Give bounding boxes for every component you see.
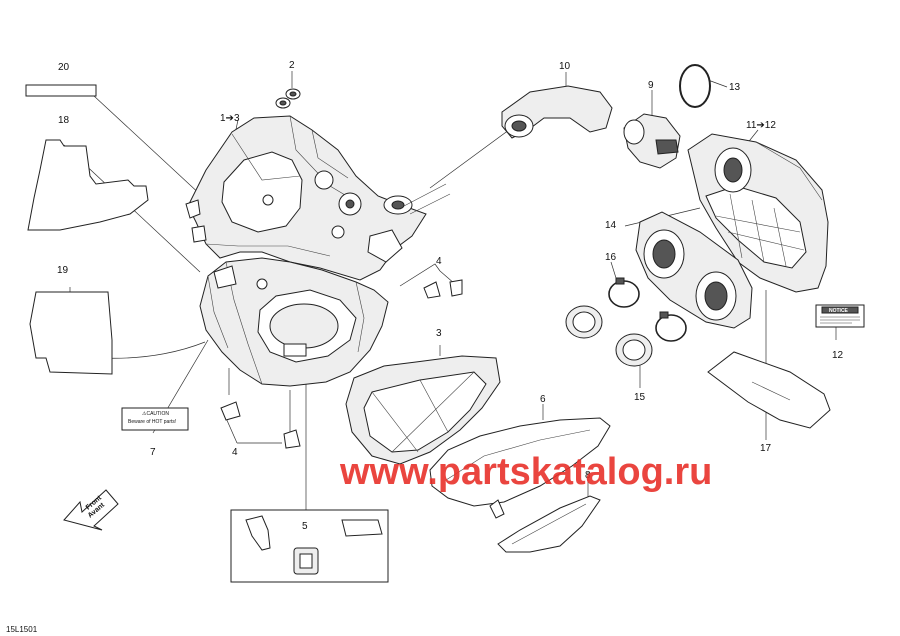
callout-8: 8 (585, 470, 591, 481)
callout-19: 19 (57, 265, 69, 276)
caution-text: Beware of HOT parts! (128, 419, 176, 425)
part-10-intake-hose (501, 85, 613, 139)
part-3-air-filter (345, 355, 501, 465)
part-4-clips (220, 279, 463, 449)
front-direction-arrow: Front Avant (63, 489, 119, 531)
part-18-insulation (27, 139, 149, 231)
part-12-notice-label: NOTICE (815, 304, 865, 328)
callout-10: 10 (559, 61, 571, 72)
callout-2: 2 (289, 60, 295, 71)
callout-11-12: 11➔12 (746, 120, 776, 131)
notice-heading: NOTICE (829, 308, 849, 314)
part-16-clamps (608, 277, 687, 342)
part-19-insulation (29, 291, 113, 375)
callout-4-lower: 4 (232, 447, 238, 458)
callout-7: 7 (150, 447, 156, 458)
part-20-gasket (25, 84, 97, 97)
part-13-o-ring (679, 64, 711, 108)
callout-13: 13 (729, 82, 741, 93)
airbox-lower-housing (199, 257, 389, 387)
figure-code: 15L1501 (6, 625, 38, 634)
callout-6: 6 (540, 394, 546, 405)
callout-4-upper: 4 (436, 256, 442, 267)
callout-5: 5 (302, 521, 308, 532)
callout-16: 16 (605, 252, 617, 263)
callout-3: 3 (436, 328, 442, 339)
part-7-caution-label: ⚠CAUTION Beware of HOT parts! (121, 407, 189, 431)
watermark: www.partskatalog.ru (339, 451, 712, 493)
callout-1-3: 1➔3 (220, 113, 240, 124)
callout-labels: 1➔3 2 3 4 4 5 6 7 8 9 10 11➔12 12 13 14 … (57, 60, 844, 532)
part-5-clamp-kit (230, 509, 389, 583)
part-9-intake-adaptor (623, 113, 681, 169)
part-11-airbox-cover (687, 133, 829, 293)
part-15-sleeves (565, 305, 653, 367)
callout-17: 17 (760, 443, 772, 454)
callout-18: 18 (58, 115, 70, 126)
callout-20: 20 (58, 62, 70, 73)
part-14-adapter-plate (635, 211, 753, 329)
airbox-upper-housing (185, 115, 451, 281)
callout-12: 12 (832, 350, 844, 361)
callout-14: 14 (605, 220, 617, 231)
part-17-seal (707, 351, 831, 429)
callout-9: 9 (648, 80, 654, 91)
callout-15: 15 (634, 392, 646, 403)
part-6-filter-frame (429, 417, 611, 519)
caution-heading: ⚠CAUTION (142, 411, 169, 417)
part-2-grommets (275, 88, 301, 109)
part-8-seal (497, 495, 601, 553)
